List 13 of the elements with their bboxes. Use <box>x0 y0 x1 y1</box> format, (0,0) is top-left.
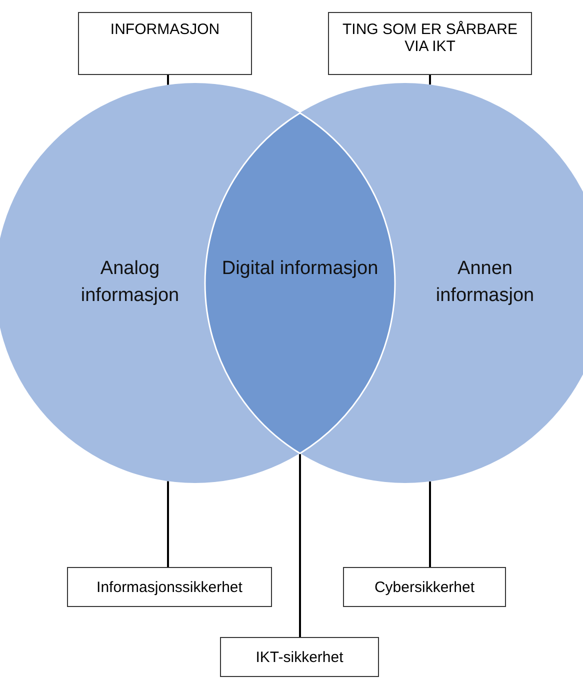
region-label: Digital informasjon <box>220 256 380 281</box>
leader-line <box>429 481 431 567</box>
leader-line <box>299 453 301 637</box>
region-label: Annen informasjon <box>434 257 536 308</box>
region-label: Analog informasjon <box>80 257 180 308</box>
label-box: INFORMASJON <box>78 12 252 75</box>
label-box: Cybersikkerhet <box>343 567 506 607</box>
label-box: IKT-sikkerhet <box>220 637 379 677</box>
leader-line <box>167 481 169 567</box>
leader-line <box>167 75 169 85</box>
label-box: Informasjonssikkerhet <box>67 567 272 607</box>
label-box: TING SOM ER SÅRBARE VIA IKT <box>328 12 532 75</box>
leader-line <box>429 75 431 85</box>
